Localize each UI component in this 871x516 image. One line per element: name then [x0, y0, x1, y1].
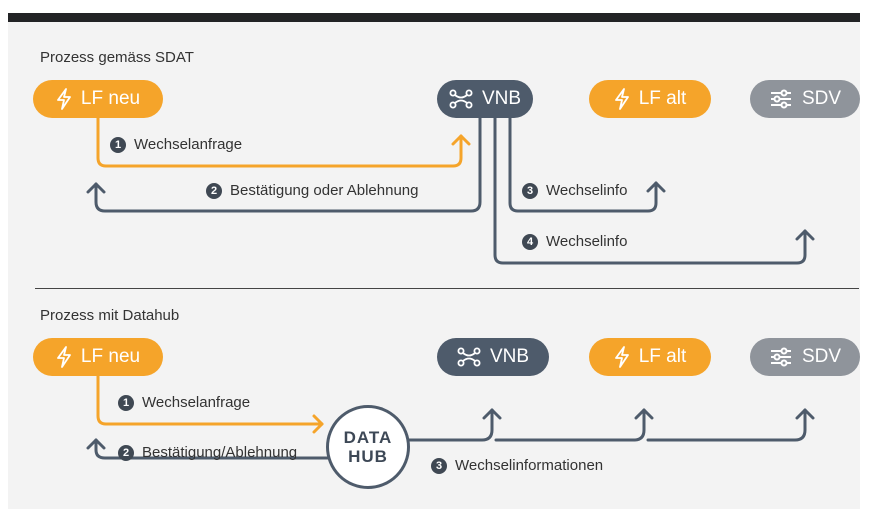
actor-lf-alt: LF alt [589, 80, 711, 118]
network-nodes-icon [457, 347, 481, 367]
step-label: Bestätigung oder Ablehnung [230, 182, 419, 199]
actor-label: SDV [801, 346, 842, 367]
datahub-step-1: 1 Wechselanfrage [118, 394, 250, 411]
lightning-icon [56, 88, 72, 110]
step-number: 3 [431, 457, 447, 474]
actor-sdv: SDV [750, 338, 860, 376]
sdat-step-3: 3 Wechselinfo [522, 182, 627, 199]
actor-label: LF alt [638, 346, 687, 367]
step-label: Wechselinformationen [455, 457, 604, 474]
lightning-icon [614, 88, 630, 110]
actor-lf-neu: LF neu [33, 80, 163, 118]
actor-label: LF neu [80, 346, 141, 367]
step-label: Wechselinfo [546, 182, 628, 199]
sdat-step-4: 4 Wechselinfo [522, 233, 627, 250]
hub-label-line1: DATA [343, 428, 393, 447]
sliders-icon [769, 347, 793, 367]
actor-vnb: VNB [437, 338, 549, 376]
actor-lf-alt: LF alt [589, 338, 711, 376]
actor-lf-neu: LF neu [33, 338, 163, 376]
step-label: Wechselanfrage [142, 394, 251, 411]
network-nodes-icon [449, 89, 473, 109]
datahub-step-2: 2 Bestätigung/Ablehnung [118, 444, 297, 461]
step-number: 2 [118, 444, 134, 461]
actor-label: SDV [801, 88, 842, 109]
actor-label: LF neu [80, 88, 141, 109]
sliders-icon [769, 89, 793, 109]
section-title-sdat: Prozess gemäss SDAT [40, 49, 194, 66]
actor-label: VNB [481, 88, 522, 109]
step-number: 1 [118, 394, 134, 411]
lightning-icon [614, 346, 630, 368]
section-title-datahub: Prozess mit Datahub [40, 307, 180, 324]
step-number: 3 [522, 182, 538, 199]
step-label: Wechselanfrage [134, 136, 243, 153]
lightning-icon [56, 346, 72, 368]
step-label: Wechselinfo [546, 233, 628, 250]
step-number: 2 [206, 182, 222, 199]
top-bar [8, 13, 860, 22]
data-hub-node: DATA HUB [326, 405, 410, 489]
step-label: Bestätigung/Ablehnung [142, 444, 298, 461]
actor-vnb: VNB [437, 80, 533, 118]
actor-label: VNB [489, 346, 530, 367]
actor-sdv: SDV [750, 80, 860, 118]
actor-label: LF alt [638, 88, 687, 109]
step-number: 1 [110, 136, 126, 153]
sdat-step-2: 2 Bestätigung oder Ablehnung [206, 182, 419, 199]
section-divider [35, 288, 859, 289]
datahub-step-3: 3 Wechselinformationen [431, 457, 603, 474]
step-number: 4 [522, 233, 538, 250]
hub-label-line2: HUB [348, 447, 388, 466]
sdat-step-1: 1 Wechselanfrage [110, 136, 242, 153]
